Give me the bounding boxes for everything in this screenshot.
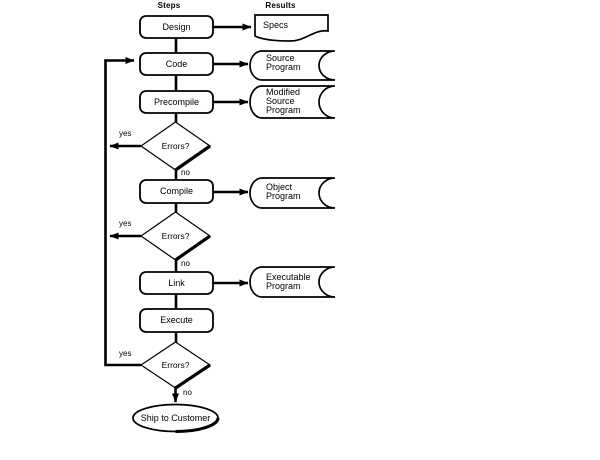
edge-label-yes-3: yes <box>119 349 132 358</box>
result-label-modified-source-program: Modified Source Program <box>266 88 301 115</box>
node-label-design: Design <box>162 22 191 32</box>
result-line: Object <box>266 182 293 192</box>
process-execute-shape <box>139 308 214 333</box>
node-label-errors2: Errors? <box>161 231 190 241</box>
stored-object-program-shape <box>249 177 336 209</box>
node-label-ship-to-customer: Ship to Customer <box>140 413 211 423</box>
result-label-object-program: Object Program <box>266 183 301 201</box>
result-line: Program <box>266 281 301 291</box>
stored-source-program-shape <box>249 50 336 81</box>
process-compile-shape <box>139 179 214 204</box>
result-label-executable-program: Executable Program <box>266 273 311 291</box>
errors1-shadow-edge <box>174 144 211 172</box>
stored-modified-source-shape <box>249 85 336 119</box>
document-specs-shape <box>254 14 329 42</box>
stored-data-shapes <box>249 50 336 298</box>
stored-executable-program-shape <box>249 266 336 298</box>
node-label-execute: Execute <box>160 315 193 325</box>
feedback-loop-arrow <box>104 57 141 367</box>
result-line: Program <box>266 191 301 201</box>
errors3-shadow-edge <box>174 363 211 390</box>
edge-label-no-1: no <box>181 168 190 177</box>
edge-label-no-2: no <box>181 259 190 268</box>
result-line: Source <box>266 96 295 106</box>
process-boxes <box>139 15 214 333</box>
result-line: Source <box>266 53 295 63</box>
arrow-connectors <box>104 23 252 403</box>
errors2-shadow-edge <box>174 234 211 262</box>
result-line: Program <box>266 105 301 115</box>
column-header-steps: Steps <box>157 1 181 10</box>
edge-label-no-3: no <box>183 388 192 397</box>
decision-diamonds <box>139 121 212 389</box>
result-line: Program <box>266 62 301 72</box>
node-label-code: Code <box>165 59 188 69</box>
node-label-precompile: Precompile <box>153 97 200 107</box>
process-link-shape <box>139 271 214 295</box>
process-code-shape <box>139 52 214 76</box>
node-label-errors3: Errors? <box>161 360 190 370</box>
result-line: Executable <box>266 272 311 282</box>
diamond-shadow-edges <box>174 144 211 390</box>
node-label-errors1: Errors? <box>161 141 190 151</box>
edge-label-yes-1: yes <box>119 129 132 138</box>
node-label-compile: Compile <box>159 186 193 196</box>
process-precompile-shape <box>139 90 214 114</box>
result-label-source-program: Source Program <box>266 54 301 72</box>
result-label-specs: Specs <box>263 20 289 30</box>
process-design-shape <box>139 15 214 39</box>
edge-label-yes-2: yes <box>119 219 132 228</box>
node-label-link: Link <box>168 278 185 288</box>
column-header-results: Results <box>265 1 296 10</box>
result-line: Modified <box>266 87 301 97</box>
terminator-shadow-edge <box>175 417 220 433</box>
